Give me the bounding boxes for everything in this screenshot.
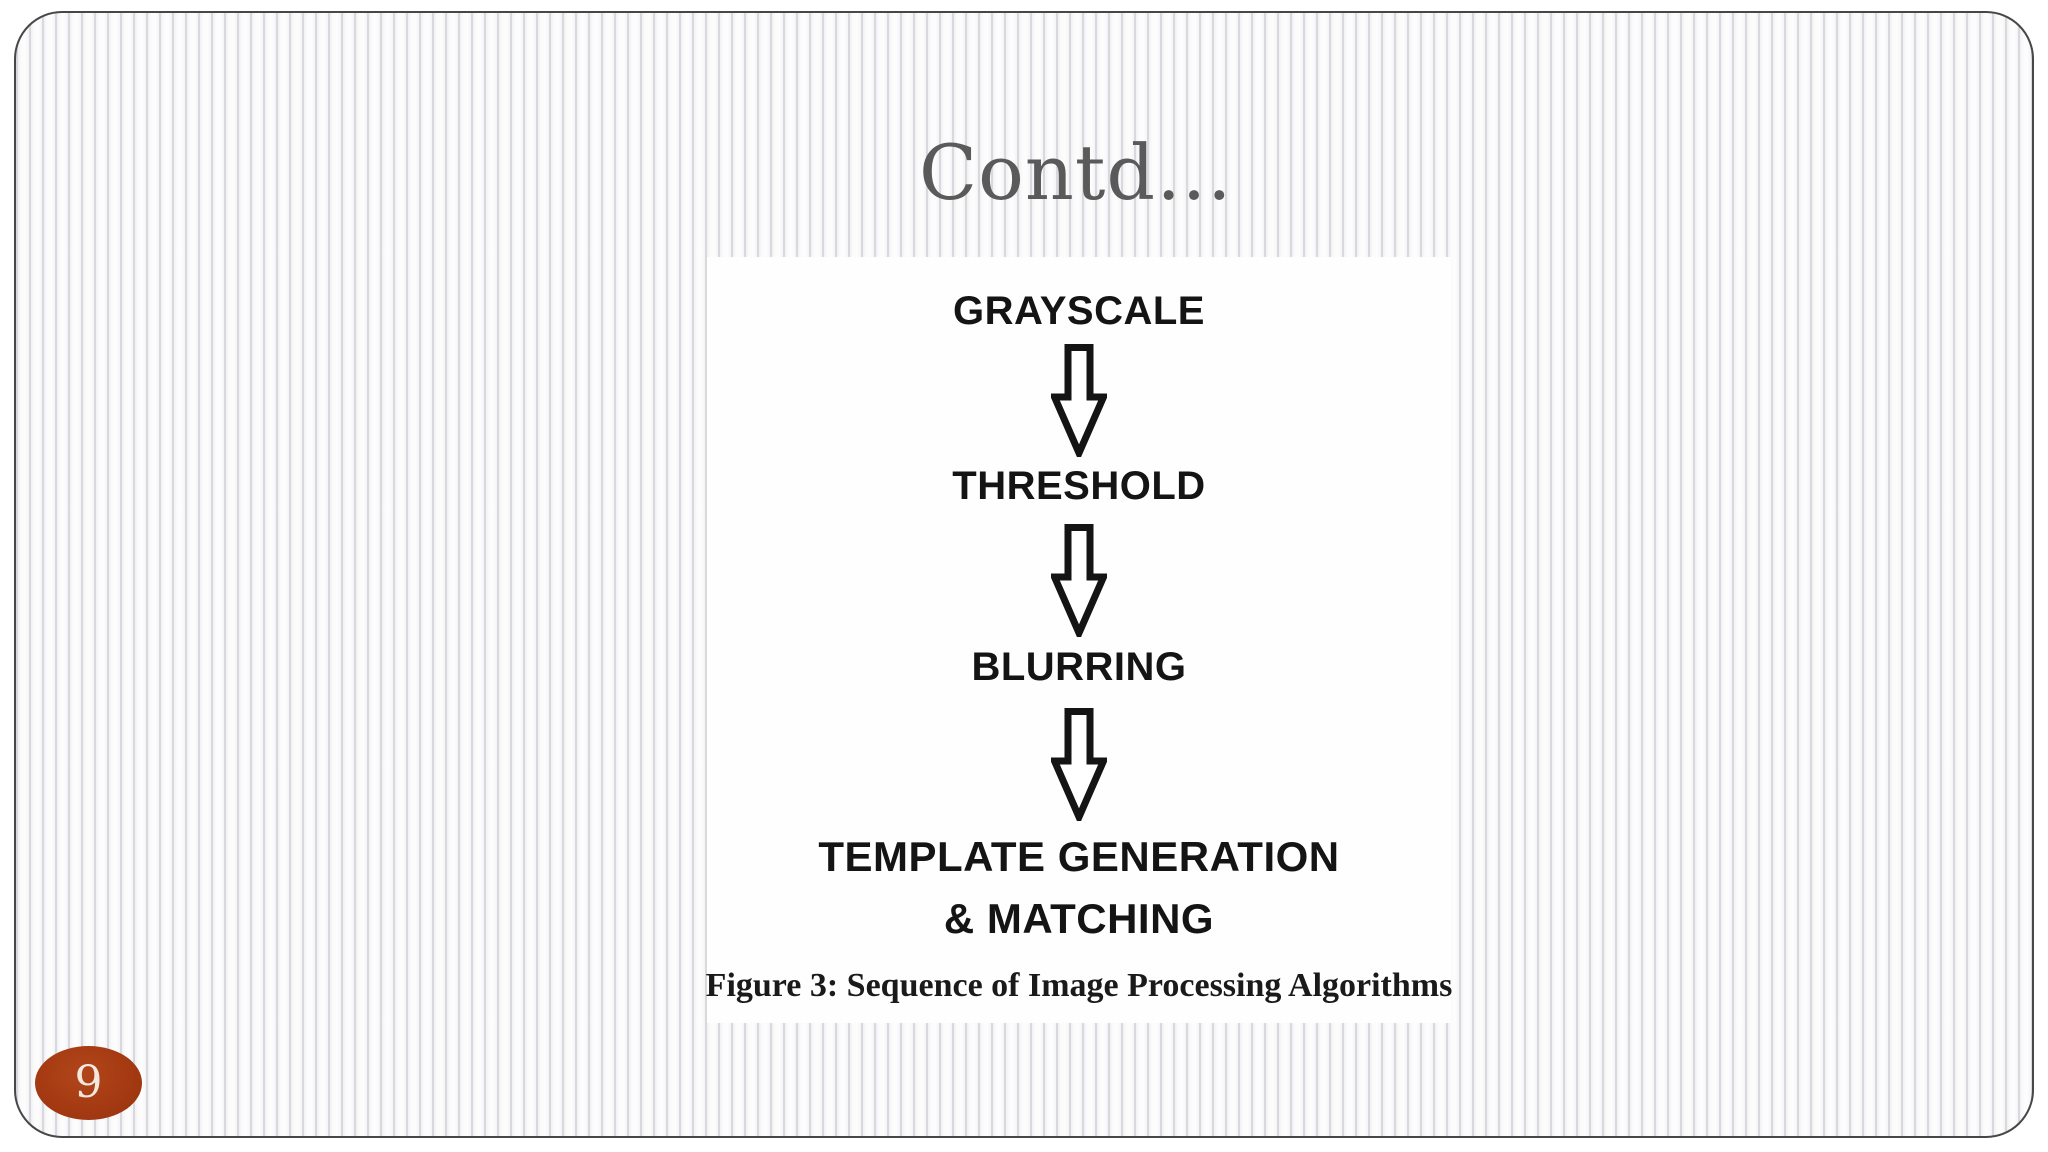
figure-caption: Figure 3: Sequence of Image Processing A… — [705, 967, 1453, 1004]
flow-step-template-generation: TEMPLATE GENERATION — [818, 833, 1340, 880]
page-number: 9 — [74, 1057, 103, 1108]
page-number-badge: 9 — [35, 1046, 142, 1120]
flow-step-blurring: BLURRING — [971, 645, 1187, 689]
down-arrow-icon — [1051, 708, 1107, 821]
figure-panel: GRAYSCALE THRESHOLD BLURRING TEMPLATE GE… — [705, 257, 1453, 1023]
down-arrow-icon — [1051, 344, 1107, 457]
slide-canvas: Contd… GRAYSCALE THRESHOLD BLURRING TEMP… — [14, 11, 2034, 1138]
flow-step-grayscale: GRAYSCALE — [953, 289, 1205, 333]
flow-step-matching: & MATCHING — [943, 895, 1215, 942]
slide-title: Contd… — [918, 128, 1234, 217]
flow-step-threshold: THRESHOLD — [952, 464, 1206, 508]
down-arrow-icon — [1051, 524, 1107, 637]
